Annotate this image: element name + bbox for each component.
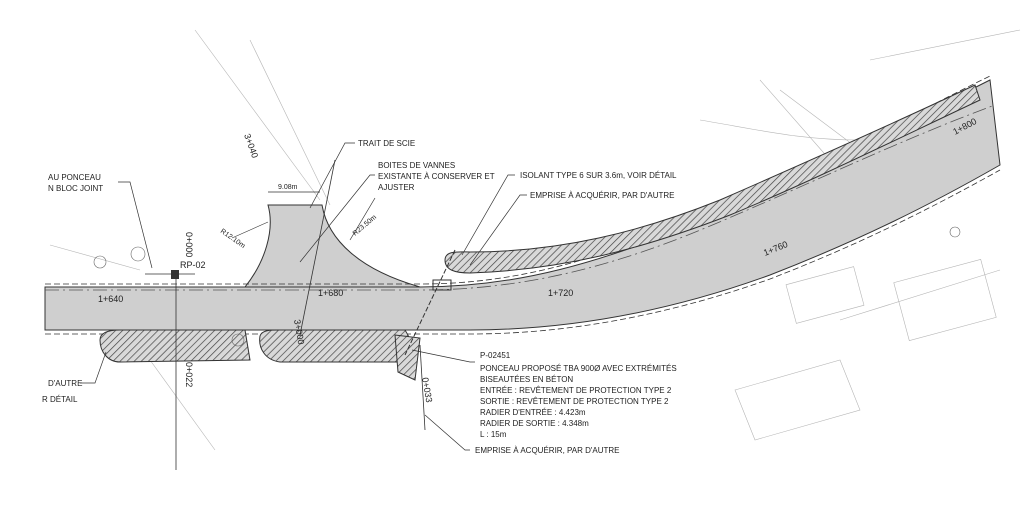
- point-rp02: RP-02: [145, 260, 206, 279]
- callout-boites-1: BOITES DE VANNES: [378, 161, 455, 170]
- callout-emprise-bottom: EMPRISE À ACQUÉRIR, PAR D'AUTRE: [475, 446, 620, 455]
- road-surface: [44, 79, 1001, 331]
- background-linework: [49, 29, 1021, 451]
- vegetation-symbols: [93, 226, 961, 347]
- culvert-line-4: SORTIE : REVÊTEMENT DE PROTECTION TYPE 2: [480, 397, 669, 406]
- island-south-west: [99, 329, 251, 363]
- callout-trait-de-scie: TRAIT DE SCIE: [358, 139, 415, 148]
- culvert-inlet: [432, 279, 452, 291]
- station-3000: 3+000: [292, 319, 306, 346]
- callout-emprise-top: EMPRISE À ACQUÉRIR, PAR D'AUTRE: [530, 191, 675, 200]
- callouts-top: TRAIT DE SCIE BOITES DE VANNES EXISTANTE…: [48, 139, 677, 269]
- island-south-mid: [259, 329, 412, 363]
- culvert-line-1: PONCEAU PROPOSÉ TBA 900Ø AVEC EXTRÉMITÉS: [480, 364, 677, 373]
- station-3040: 3+040: [242, 132, 260, 159]
- station-1720: 1+720: [548, 288, 573, 298]
- station-axis-3: [299, 159, 336, 336]
- dimension-r2350: R23.50m: [352, 214, 378, 238]
- point-label: RP-02: [180, 260, 206, 270]
- callout-detail-left: R DÉTAIL: [42, 395, 78, 404]
- callout-dautre-left: D'AUTRE: [48, 379, 82, 388]
- callout-boites-3: AJUSTER: [378, 183, 415, 192]
- callout-isolant: ISOLANT TYPE 6 SUR 3.6m, VOIR DÉTAIL: [520, 171, 677, 180]
- dimension-r1210: R12.10m: [219, 228, 246, 250]
- callout-ponceau-left-1: AU PONCEAU: [48, 173, 101, 182]
- culvert-line-3: ENTRÉE : REVÊTEMENT DE PROTECTION TYPE 2: [480, 386, 672, 395]
- road-centerline: [45, 104, 996, 291]
- dimension-908: 9.08m: [278, 184, 298, 191]
- culvert-line: [404, 249, 456, 356]
- culvert-line-7: L : 15m: [480, 430, 507, 439]
- island-north-east: [444, 84, 981, 274]
- culvert: [175, 159, 456, 470]
- culvert-line-2: BISEAUTÉES EN BÉTON: [480, 375, 573, 384]
- callout-ponceau-left-2: N BLOC JOINT: [48, 184, 103, 193]
- culvert-line-5: RADIER D'ENTRÉE : 4.423m: [480, 408, 586, 417]
- island-culvert-outlet: [394, 334, 421, 381]
- station-0033: 0+033: [420, 377, 434, 404]
- road: [44, 75, 1001, 335]
- station-axis-0033: [419, 344, 426, 431]
- culvert-line-6: RADIER DE SORTIE : 4.348m: [480, 419, 589, 428]
- station-1680: 1+680: [318, 288, 343, 298]
- curb-islands: [99, 84, 981, 381]
- callout-boites-2: EXISTANTE À CONSERVER ET: [378, 172, 495, 181]
- road-edge-south: [45, 169, 1001, 335]
- culvert-id: P-02451: [480, 351, 511, 360]
- station-0022: 0+022: [184, 362, 194, 387]
- culvert-note: P-02451 PONCEAU PROPOSÉ TBA 900Ø AVEC EX…: [411, 349, 677, 455]
- callouts-bottom-left: D'AUTRE R DÉTAIL: [42, 351, 107, 404]
- station-1640: 1+640: [98, 294, 123, 304]
- station-0000: 0+000: [184, 232, 194, 257]
- side-street-surface: [243, 204, 421, 288]
